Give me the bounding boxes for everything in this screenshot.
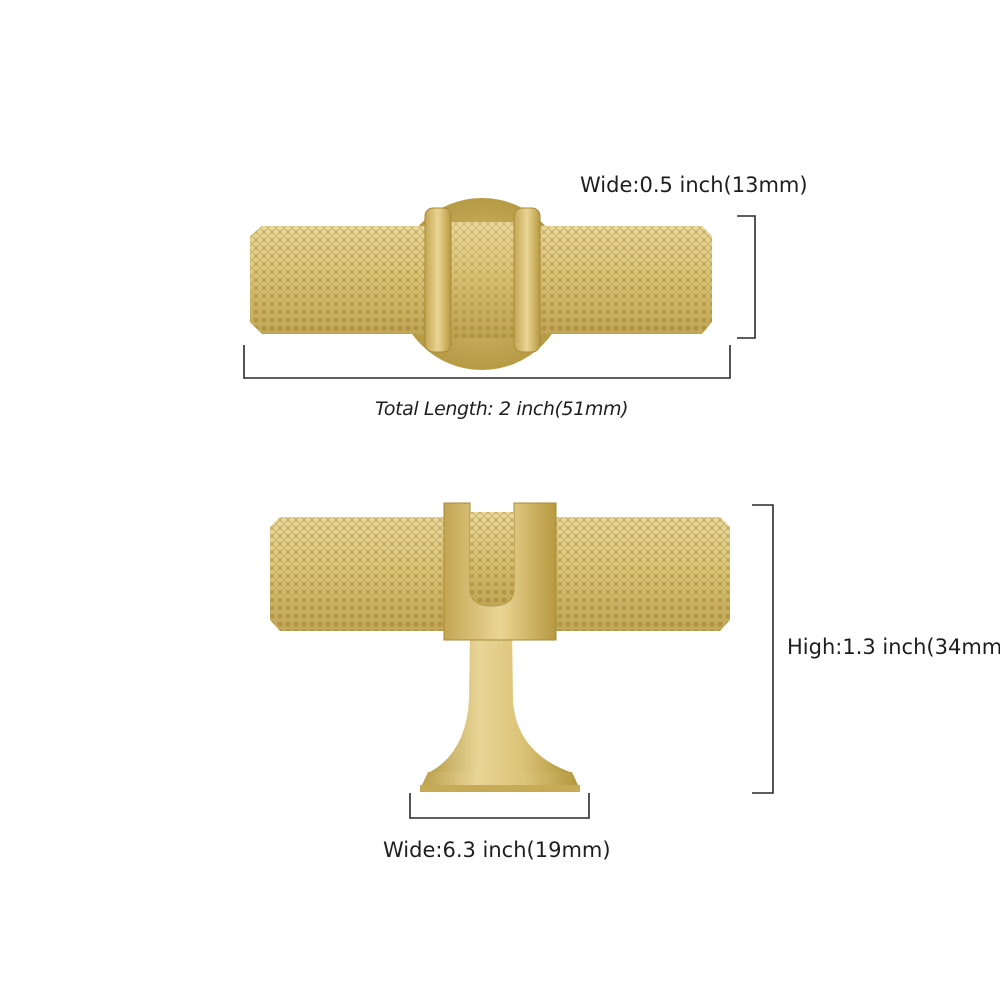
height-dimension-line [752, 504, 774, 794]
base-plate [422, 772, 578, 785]
side-view-knob [270, 502, 730, 792]
base-flange [420, 785, 580, 792]
length-dimension-line [243, 345, 731, 379]
top-width-label: Wide:0.5 inch(13mm) [580, 173, 808, 197]
collar-left [424, 207, 452, 353]
top-view-knob [250, 198, 712, 370]
stem [430, 630, 570, 772]
height-label: High:1.3 inch(34mm) [787, 635, 1000, 659]
base-width-dimension-line [409, 793, 590, 819]
base-width-label: Wide:6.3 inch(19mm) [383, 838, 611, 862]
width-dimension-line [737, 215, 756, 339]
collar-right [513, 207, 541, 353]
total-length-label: Total Length: 2 inch(51mm) [375, 398, 629, 420]
